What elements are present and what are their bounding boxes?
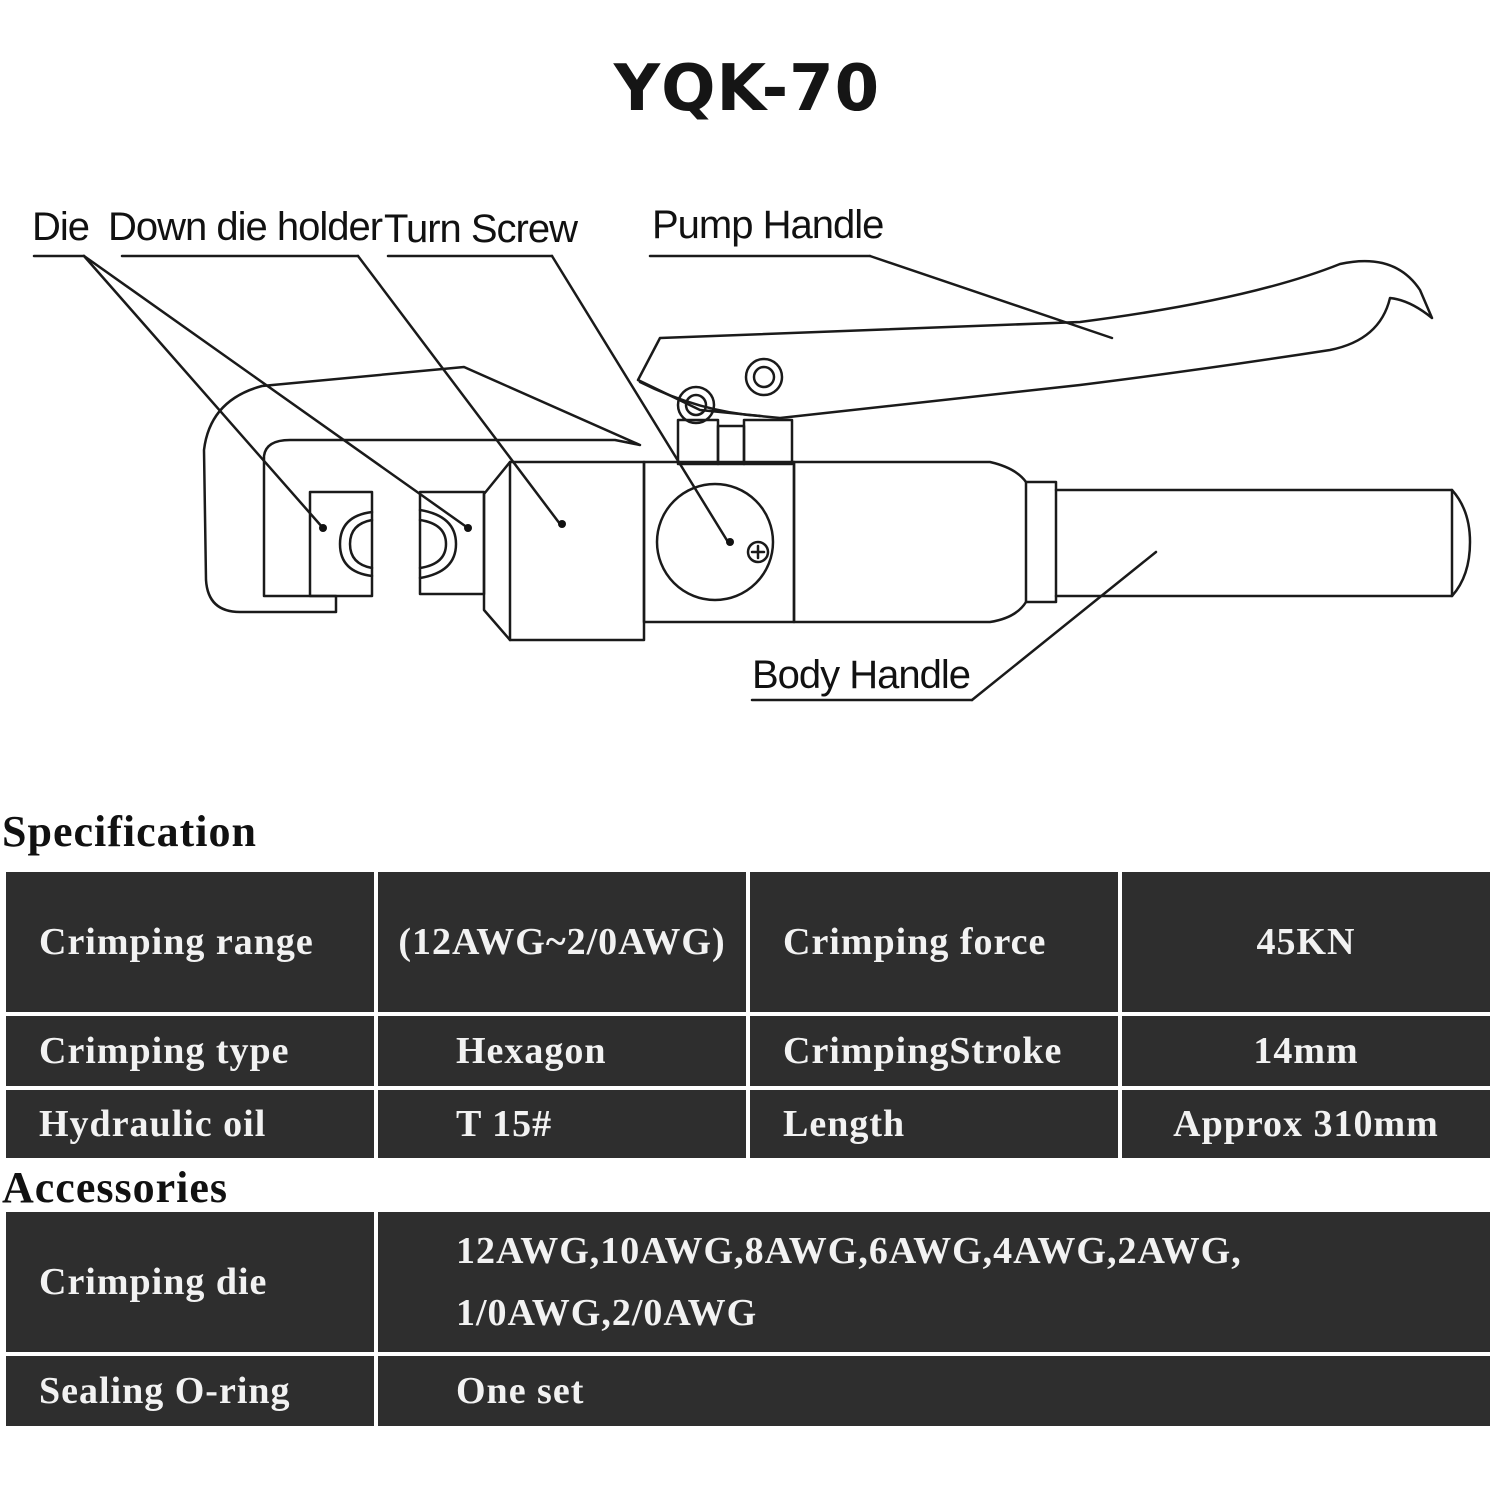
spec-label: Crimping range — [39, 921, 314, 963]
specification-heading: Specification — [2, 807, 257, 856]
die-right — [418, 490, 486, 596]
spec-label: Length — [783, 1103, 906, 1145]
accessories-heading: Accessories — [2, 1163, 229, 1212]
accessory-value-cell: One set — [378, 1356, 1490, 1426]
label-pump-handle: Pump Handle — [652, 203, 883, 247]
label-die: Die — [32, 205, 89, 249]
accessory-value-line: 1/0AWG,2/0AWG — [456, 1292, 758, 1334]
specification-table: Crimping range (12AWG~2/0AWG) Crimping f… — [4, 870, 1492, 1160]
spec-label-cell: CrimpingStroke — [750, 1016, 1118, 1086]
spec-value: Hexagon — [456, 1030, 607, 1072]
spec-value: T 15# — [456, 1103, 553, 1145]
down-die-holder-shape — [482, 460, 646, 642]
spec-label-cell: Crimping type — [6, 1016, 374, 1086]
spec-label: Crimping force — [783, 921, 1047, 963]
pin-icon — [676, 385, 716, 425]
spec-value-cell: 45KN — [1122, 872, 1490, 1012]
spec-value: 14mm — [1253, 1030, 1359, 1072]
spec-value-cell: T 15# — [378, 1090, 746, 1158]
accessory-value-line: 12AWG,10AWG,8AWG,6AWG,4AWG,2AWG, — [456, 1230, 1242, 1272]
turn-screw-shape — [655, 482, 775, 602]
accessory-label-cell: Crimping die — [6, 1212, 374, 1352]
spec-value: Approx 310mm — [1173, 1103, 1439, 1145]
spec-label-cell: Length — [750, 1090, 1118, 1158]
die-left — [308, 490, 374, 598]
spec-label: Hydraulic oil — [39, 1103, 267, 1145]
spec-label-cell: Hydraulic oil — [6, 1090, 374, 1158]
crimper-diagram: Die Down die holder Turn Screw Pump Hand… — [32, 203, 1472, 702]
accessory-label-cell: Sealing O-ring — [6, 1356, 374, 1426]
product-title: YQK-70 — [613, 52, 881, 126]
body-handle-shape — [792, 460, 1058, 624]
pump-handle-shape — [636, 259, 1434, 420]
label-body-handle: Body Handle — [752, 653, 970, 697]
spec-value-cell: (12AWG~2/0AWG) — [378, 872, 746, 1012]
spec-value-cell: Hexagon — [378, 1016, 746, 1086]
c-frame — [202, 365, 642, 614]
accessory-value: One set — [456, 1370, 585, 1412]
screw-icon — [746, 540, 770, 564]
pump-body — [642, 460, 796, 624]
spec-value: 45KN — [1256, 921, 1356, 963]
spec-value: (12AWG~2/0AWG) — [398, 921, 726, 963]
label-down-die-holder: Down die holder — [108, 205, 383, 249]
spec-label-cell: Crimping range — [6, 872, 374, 1012]
accessory-label: Sealing O-ring — [39, 1370, 291, 1412]
label-turn-screw: Turn Screw — [384, 207, 578, 251]
spec-value-cell: 14mm — [1122, 1016, 1490, 1086]
spec-label-cell: Crimping force — [750, 872, 1118, 1012]
accessory-label: Crimping die — [39, 1261, 268, 1303]
accessories-table: Crimping die 12AWG,10AWG,8AWG,6AWG,4AWG,… — [4, 1210, 1492, 1428]
spec-label: CrimpingStroke — [783, 1030, 1063, 1072]
spec-label: Crimping type — [39, 1030, 290, 1072]
pin-icon — [744, 357, 784, 397]
accessory-value-cell: 12AWG,10AWG,8AWG,6AWG,4AWG,2AWG, 1/0AWG,… — [378, 1212, 1490, 1352]
spec-value-cell: Approx 310mm — [1122, 1090, 1490, 1158]
